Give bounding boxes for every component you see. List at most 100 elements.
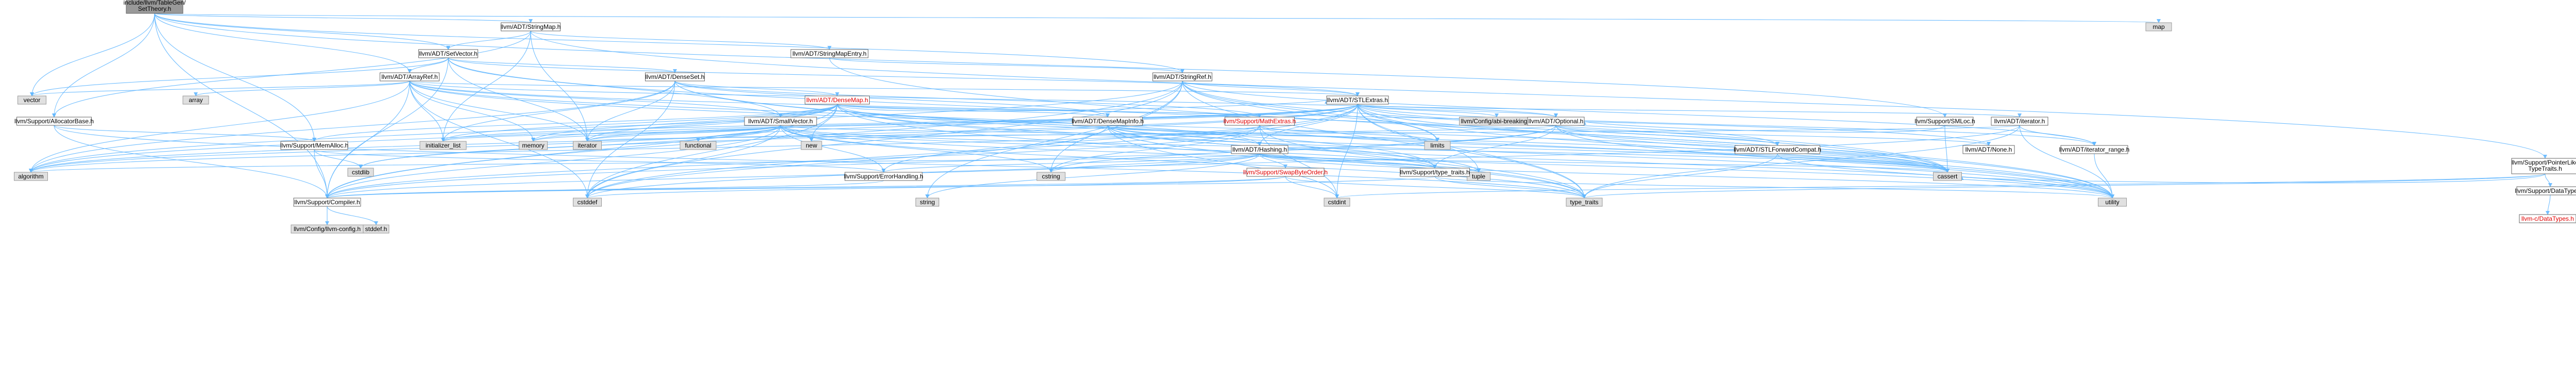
node-label: initializer_list bbox=[426, 142, 461, 149]
node-initializer-list: initializer_list bbox=[419, 141, 467, 150]
node-cstring: cstring bbox=[1037, 172, 1065, 181]
node-label: llvm/Support/MemAlloc.h bbox=[280, 142, 349, 149]
node-label: type_traits bbox=[1570, 199, 1598, 206]
edge-memalloc-to-compiler bbox=[314, 149, 329, 199]
edge-optional-to-none bbox=[1555, 125, 1991, 146]
node-label: llvm/ADT/StringRef.h bbox=[1154, 73, 1211, 80]
edge-stringmap-to-setvector bbox=[446, 30, 531, 50]
node-include-llvm-tablegen-settheory-h[interactable]: include/llvm/TableGen/SetTheory.h bbox=[124, 0, 186, 14]
node-llvm-support-smloc-h[interactable]: llvm/Support/SMLoc.h bbox=[1914, 117, 1975, 126]
node-llvm-adt-densemapinfo-h[interactable]: llvm/ADT/DenseMapInfo.h bbox=[1072, 117, 1144, 126]
dependency-edges bbox=[29, 13, 2552, 225]
edge-stringref-to-cassert bbox=[1182, 80, 1950, 173]
node-label: llvm/Config/llvm-config.h bbox=[294, 225, 361, 233]
node-llvm-adt-stringmap-h[interactable]: llvm/ADT/StringMap.h bbox=[501, 22, 561, 31]
edge-denseset-to-densemapinfo bbox=[674, 80, 1110, 118]
node-array: array bbox=[182, 95, 209, 105]
node-llvm-adt-stlextras-h[interactable]: llvm/ADT/STLExtras.h bbox=[1326, 95, 1389, 105]
edge-pointerlike-to-type-traits bbox=[1582, 173, 2546, 199]
node-label: llvm/ADT/StringMapEntry.h bbox=[792, 50, 867, 57]
node-label: llvm/Support/AllocatorBase.h bbox=[14, 118, 94, 125]
node-label: llvm/Support/type_traits.h bbox=[1400, 169, 1469, 176]
edge-denseset-to-algorithm bbox=[29, 80, 675, 173]
edge-smallvector-to-initializer-list bbox=[441, 125, 781, 142]
node-llvm-adt-denseset-h[interactable]: llvm/ADT/DenseSet.h bbox=[645, 72, 705, 81]
edge-allocatorbase-to-compiler bbox=[54, 125, 329, 199]
edge-compiler-to-stddef bbox=[327, 206, 378, 225]
edge-stlextras-to-limits bbox=[1357, 104, 1439, 142]
node-llvm-support-allocatorbase-h[interactable]: llvm/Support/AllocatorBase.h bbox=[14, 117, 94, 126]
node-llvm-adt-none-h[interactable]: llvm/ADT/None.h bbox=[1962, 145, 2015, 154]
node-llvm-c-datatypes-h[interactable]: llvm-c/DataTypes.h bbox=[2519, 214, 2576, 223]
edge-smallvector-to-cassert bbox=[780, 125, 1950, 173]
edge-arrayref-to-initializer-list bbox=[409, 80, 445, 142]
node-label: include/llvm/TableGen/ bbox=[124, 0, 186, 6]
node-llvm-support-mathextras-h[interactable]: llvm/Support/MathExtras.h bbox=[1224, 117, 1296, 126]
edge-datatypes-to-cdatatypes bbox=[2546, 194, 2551, 215]
edge-smallvector-to-cstdlib bbox=[359, 125, 781, 169]
node-llvm-support-swapbyteorder-h[interactable]: llvm/Support/SwapByteOrder.h bbox=[1243, 168, 1328, 177]
node-llvm-support-memalloc-h[interactable]: llvm/Support/MemAlloc.h bbox=[280, 141, 349, 150]
node-label: limits bbox=[1430, 142, 1444, 149]
edge-stlextras-to-optional bbox=[1357, 104, 1558, 118]
node-llvm-adt-optional-h[interactable]: llvm/ADT/Optional.h bbox=[1527, 117, 1585, 126]
node-llvm-adt-iterator-h[interactable]: llvm/ADT/iterator.h bbox=[1991, 117, 2048, 126]
node-llvm-support-errorhandling-h[interactable]: llvm/Support/ErrorHandling.h bbox=[844, 172, 923, 181]
edge-densemapinfo-to-cassert bbox=[1107, 125, 1950, 173]
edge-stlextras-to-configabi bbox=[1357, 104, 1499, 118]
node-label: llvm/Support/DataTypes.h bbox=[2515, 187, 2576, 194]
node-llvm-config-abi-breaking-h: llvm/Config/abi-breaking.h bbox=[1459, 117, 1534, 126]
edge-smallvector-to-functional bbox=[696, 125, 781, 142]
node-llvm-adt-iterator-range-h[interactable]: llvm/ADT/iterator_range.h bbox=[2059, 145, 2130, 154]
edge-arrayref-to-vector bbox=[30, 80, 410, 96]
edge-optional-to-compiler bbox=[325, 125, 1556, 199]
node-label: llvm-c/DataTypes.h bbox=[2521, 215, 2574, 222]
edge-stlextras-to-cassert bbox=[1357, 104, 1950, 173]
node-llvm-support-datatypes-h[interactable]: llvm/Support/DataTypes.h bbox=[2515, 186, 2576, 195]
edge-hashing-to-compiler bbox=[325, 153, 1260, 199]
edge-setvector-to-smallvector bbox=[448, 57, 783, 118]
edge-densemapinfo-to-hashing bbox=[1107, 125, 1262, 146]
node-label: utility bbox=[2105, 199, 2119, 206]
edge-pointerlike-to-datatypes bbox=[2545, 173, 2552, 187]
edge-densemap-to-algorithm bbox=[29, 104, 838, 173]
edge-denseset-to-utility bbox=[674, 80, 2114, 199]
node-label: tuple bbox=[1472, 173, 1485, 180]
edge-pointerlike-to-cassert bbox=[1960, 173, 2546, 184]
edge-stringref-to-cstddef bbox=[585, 80, 1183, 199]
edge-setvector-to-stlextras bbox=[448, 57, 1360, 96]
node-iterator: iterator bbox=[573, 141, 602, 150]
node-llvm-adt-densemap-h[interactable]: llvm/ADT/DenseMap.h bbox=[805, 95, 870, 105]
node-label: SetTheory.h bbox=[138, 5, 171, 12]
edge-smallvector-to-limits bbox=[780, 125, 1439, 142]
node-label: llvm/Support/SwapByteOrder.h bbox=[1243, 169, 1328, 176]
edge-swapbyteorder-to-cstddef bbox=[585, 176, 1286, 199]
node-llvm-adt-stringmapentry-h[interactable]: llvm/ADT/StringMapEntry.h bbox=[790, 49, 869, 58]
edge-stringmapentry-to-stringref bbox=[829, 57, 1184, 73]
node-llvm-adt-hashing-h[interactable]: llvm/ADT/Hashing.h bbox=[1231, 145, 1289, 154]
node-label: llvm/ADT/DenseMap.h bbox=[806, 96, 868, 104]
node-label: cstdint bbox=[1328, 199, 1346, 206]
node-label: stddef.h bbox=[365, 225, 387, 233]
node-llvm-adt-arrayref-h[interactable]: llvm/ADT/ArrayRef.h bbox=[380, 72, 439, 81]
edge-stlextras-to-tuple bbox=[1357, 104, 1481, 173]
edge-smallvector-to-cstddef bbox=[585, 125, 781, 199]
node-llvm-adt-stlforwardcompat-h[interactable]: llvm/ADT/STLForwardCompat.h bbox=[1734, 145, 1821, 154]
edge-arrayref-to-algorithm bbox=[29, 80, 410, 173]
node-llvm-adt-setvector-h[interactable]: llvm/ADT/SetVector.h bbox=[418, 49, 478, 58]
node-llvm-support-compiler-h[interactable]: llvm/Support/Compiler.h bbox=[293, 198, 361, 207]
edge-memalloc-to-errorhandling bbox=[314, 149, 886, 173]
node-llvm-adt-stringref-h[interactable]: llvm/ADT/StringRef.h bbox=[1153, 72, 1212, 81]
edge-densemap-to-densemapinfo bbox=[837, 104, 1110, 118]
node-llvm-support-type-traits-h[interactable]: llvm/Support/type_traits.h bbox=[1400, 168, 1470, 177]
node-llvm-adt-smallvector-h[interactable]: llvm/ADT/SmallVector.h bbox=[744, 117, 817, 126]
edge-stlextras-to-errorhandling bbox=[882, 104, 1358, 173]
header-nodes: include/llvm/TableGen/SetTheory.h llvm/AD… bbox=[14, 0, 2576, 234]
edge-mathextras-to-algorithm bbox=[29, 125, 1260, 173]
edge-densemapinfo-to-cstdint bbox=[1107, 125, 1339, 199]
edge-stringmap-to-initializer-list bbox=[441, 30, 531, 142]
node-map: map bbox=[2145, 22, 2172, 31]
edge-root-to-allocatorbase bbox=[52, 13, 155, 118]
edge-stringref-to-utility bbox=[1182, 80, 2114, 199]
